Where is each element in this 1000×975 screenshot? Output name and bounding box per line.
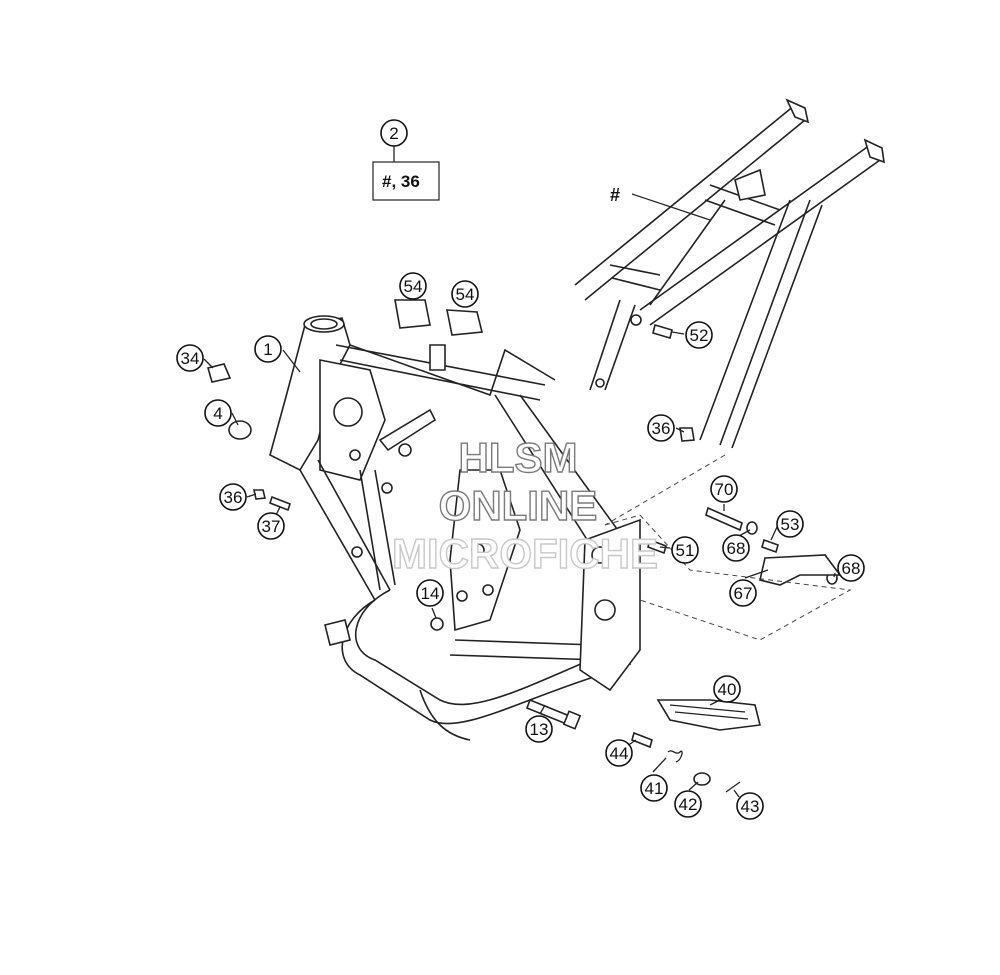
callout-36: 36: [647, 414, 675, 442]
callout-label: 43: [741, 797, 760, 816]
callout-label: 36: [224, 488, 243, 507]
callout-68: 68: [722, 534, 750, 562]
callout-label: 34: [181, 349, 200, 368]
callout-34: 34: [176, 344, 204, 372]
callout-14: 14: [416, 579, 444, 607]
rear-subframe: [574, 98, 885, 449]
callout-68: 68: [837, 554, 865, 582]
callout-51: 51: [671, 536, 699, 564]
subframe-label: #: [610, 185, 620, 205]
callout-label: 67: [734, 584, 753, 603]
callout-41: 41: [640, 774, 668, 802]
callout-label: 37: [262, 517, 281, 536]
callout-label: 54: [456, 285, 475, 304]
callout-37: 37: [257, 512, 285, 540]
callout-label: 51: [676, 541, 695, 560]
watermark-line3: MICROFICHE: [392, 530, 658, 577]
callout-54: 54: [399, 272, 427, 300]
callout-44: 44: [605, 739, 633, 767]
callout-label: 68: [842, 559, 861, 578]
main-frame: [269, 315, 641, 741]
callout-label: 13: [530, 720, 549, 739]
callout-42: 42: [674, 790, 702, 818]
svg-text:2: 2: [389, 124, 398, 143]
callout-label: 70: [715, 480, 734, 499]
callout-label: 41: [645, 779, 664, 798]
callout-label: 54: [404, 277, 423, 296]
callout-43: 43: [736, 792, 764, 820]
callout-53: 53: [776, 510, 804, 538]
header-box: 2 #, 36: [372, 119, 440, 201]
callout-52: 52: [685, 321, 713, 349]
callout-label: 53: [781, 515, 800, 534]
callout-label: 68: [727, 539, 746, 558]
watermark-line2: ONLINE: [439, 482, 598, 529]
callout-label: 4: [213, 404, 222, 423]
callout-label: 42: [679, 795, 698, 814]
watermark-line1: HLSM: [459, 434, 578, 481]
callout-13: 13: [525, 715, 553, 743]
watermark: HLSM ONLINE MICROFICHE: [391, 433, 658, 577]
callout-4: 4: [204, 399, 232, 427]
callout-67: 67: [729, 579, 757, 607]
callout-1: 1: [254, 335, 282, 363]
callout-label: 40: [718, 680, 737, 699]
callout-label: 36: [652, 419, 671, 438]
callout-40: 40: [713, 675, 741, 703]
header-box-text: #, 36: [382, 172, 420, 191]
callout-label: 14: [421, 584, 440, 603]
callout-label: 1: [263, 340, 272, 359]
callout-label: 52: [690, 326, 709, 345]
callout-2: 2: [380, 119, 408, 147]
callout-54: 54: [451, 280, 479, 308]
callout-70: 70: [710, 475, 738, 503]
callout-label: 44: [610, 744, 629, 763]
callout-36: 36: [219, 483, 247, 511]
